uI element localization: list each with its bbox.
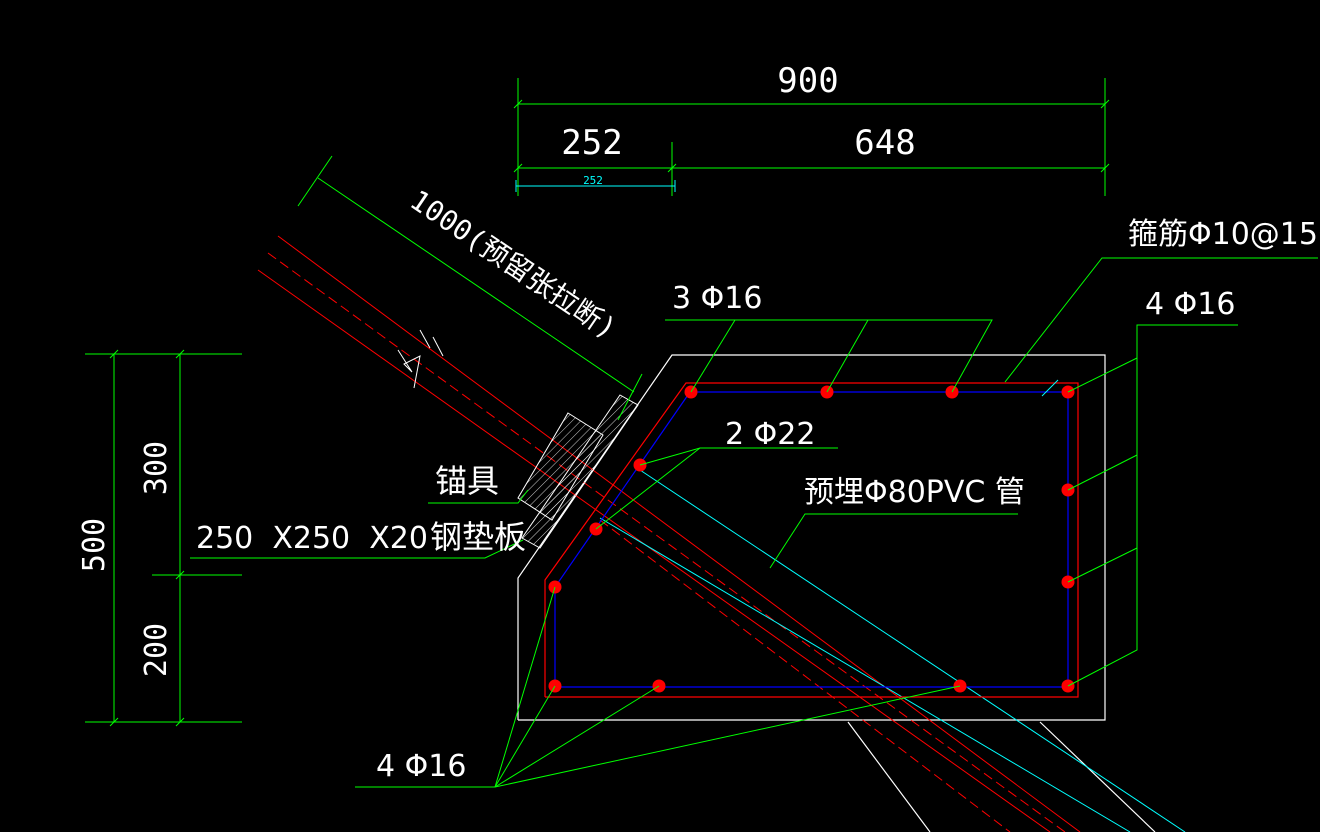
- dim-small-252: 252: [583, 174, 603, 187]
- dim-left-part: 252: [561, 123, 622, 163]
- dim-tendon-length: 1000(预留张拉断): [404, 183, 622, 345]
- label-top-bars: 3 Φ16: [672, 281, 762, 316]
- dim-total-height: 500: [77, 518, 112, 572]
- label-pvc-pipe: 预埋Φ80PVC 管: [804, 475, 1025, 510]
- dim-upper-height: 300: [139, 441, 174, 495]
- stirrup-red: [544, 382, 1079, 698]
- label-right-bars: 4 Φ16: [1145, 287, 1235, 322]
- label-bottom-bars: 4 Φ16: [376, 749, 466, 784]
- dim-total-width: 900: [777, 61, 838, 101]
- tendon-duct-lines: [257, 235, 1186, 832]
- dimension-lines: [85, 78, 1110, 727]
- anchor-plate: [517, 394, 639, 549]
- dimension-252-small: [515, 180, 676, 192]
- dim-lower-height: 200: [139, 623, 174, 677]
- label-chamfer-bars: 2 Φ22: [725, 417, 815, 452]
- label-stirrup: 箍筋Φ10@150: [1128, 217, 1320, 252]
- stirrup-blue: [554, 391, 1069, 688]
- dim-right-part: 648: [854, 123, 915, 163]
- label-anchor: 锚具: [435, 462, 499, 500]
- leader-lines: [190, 257, 1318, 788]
- label-plate-size: 250 X250 X20: [196, 521, 428, 556]
- concrete-outline: [517, 354, 1156, 832]
- label-plate-name: 钢垫板: [430, 518, 526, 556]
